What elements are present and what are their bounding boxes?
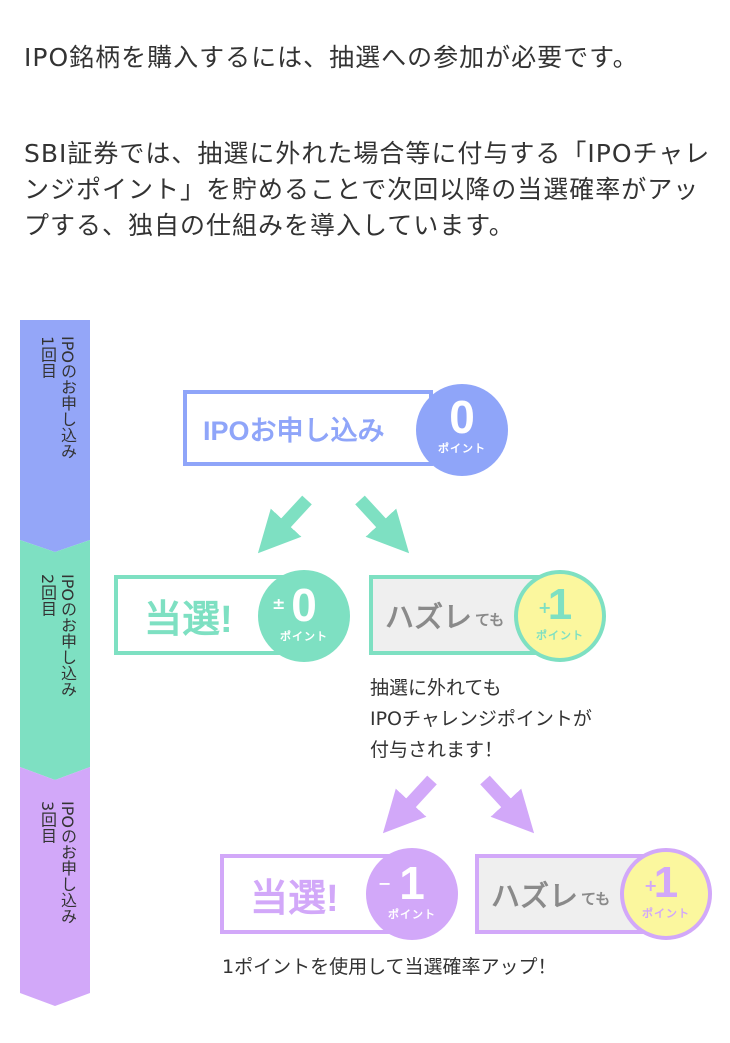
round3-lose-text: ハズレ ても (491, 858, 610, 930)
round2-note-line-3: 付与されます！ (370, 739, 504, 761)
round3-win-unit: ポイント (388, 908, 436, 921)
round2-lose-points: 1 (547, 580, 573, 629)
apply-label: IPOお申し込み (203, 415, 385, 446)
round2-note-line-1: 抽選に外れても (370, 677, 502, 699)
round2-win-label: 当選! (144, 598, 233, 641)
step-rail-2-shape (20, 540, 90, 780)
step-rail-2: IPOのお申し込み 2回目 (20, 558, 90, 768)
round3-win-label: 当選! (250, 877, 339, 920)
round3-win-badge: − 1 ポイント (366, 848, 458, 940)
step-3-label: IPOのお申し込み (58, 801, 77, 924)
round3-lose-suffix: ても (581, 890, 611, 908)
step-2-label: IPOのお申し込み (58, 574, 77, 697)
apply-box: IPOお申し込み (183, 390, 433, 466)
apply-points-value: 0 (449, 391, 475, 443)
arrow-lose-to-lose (480, 775, 535, 834)
step-1-number: 1回目 (38, 336, 57, 379)
round2-win-sign: ± (272, 594, 286, 613)
step-rail-3: IPOのお申し込み 3回目 (20, 785, 90, 995)
round3-lose-badge: + 1 ポイント (620, 848, 712, 940)
round2-note-line-2: IPOチャレンジポイントが (370, 708, 592, 730)
round3-note: 1ポイントを使用して当選確率アップ！ (222, 956, 557, 978)
round3-lose-unit: ポイント (642, 907, 690, 920)
step-3-number: 3回目 (38, 801, 57, 844)
step-1-label: IPOのお申し込み (58, 336, 77, 459)
round2-win-unit: ポイント (280, 630, 328, 643)
round2-win-badge: ± 0 ポイント (258, 570, 350, 662)
round3-lose-label: ハズレ (491, 881, 579, 913)
round3-lose-sign: + (644, 876, 658, 895)
round3-win-sign: − (378, 874, 392, 893)
round2-win-points: 0 (291, 579, 317, 631)
round2-note: 抽選に外れても IPOチャレンジポイントが 付与されます！ (370, 673, 592, 766)
apply-points-unit: ポイント (438, 442, 486, 455)
round2-lose-badge: + 1 ポイント (514, 570, 606, 662)
apply-points-badge: 0 ポイント (416, 384, 508, 476)
round2-lose-sign: + (538, 598, 552, 617)
round3-lose-points: 1 (653, 858, 679, 907)
intro-paragraph-2: SBI証券では、抽選に外れた場合等に付与する「IPOチャレンジポイント」を貯める… (24, 139, 711, 240)
round2-lose-label: ハズレ (385, 602, 473, 634)
step-rail-1: IPOのお申し込み 1回目 (20, 320, 90, 540)
round2-lose-suffix: ても (475, 611, 505, 629)
round3-win-box: 当選! (220, 854, 400, 934)
round2-lose-unit: ポイント (536, 629, 584, 642)
arrow-apply-to-win (257, 495, 312, 554)
round2-lose-text: ハズレ ても (385, 579, 504, 651)
step-2-number: 2回目 (38, 574, 57, 617)
arrow-lose-to-win (382, 775, 437, 834)
round3-win-points: 1 (399, 857, 425, 909)
arrow-apply-to-lose (355, 495, 410, 554)
intro-paragraph-1: IPO銘柄を購入するには、抽選への参加が必要です。 (24, 43, 639, 72)
step-rail-1-shape (20, 320, 90, 552)
step-rail-3-shape (20, 767, 90, 1006)
